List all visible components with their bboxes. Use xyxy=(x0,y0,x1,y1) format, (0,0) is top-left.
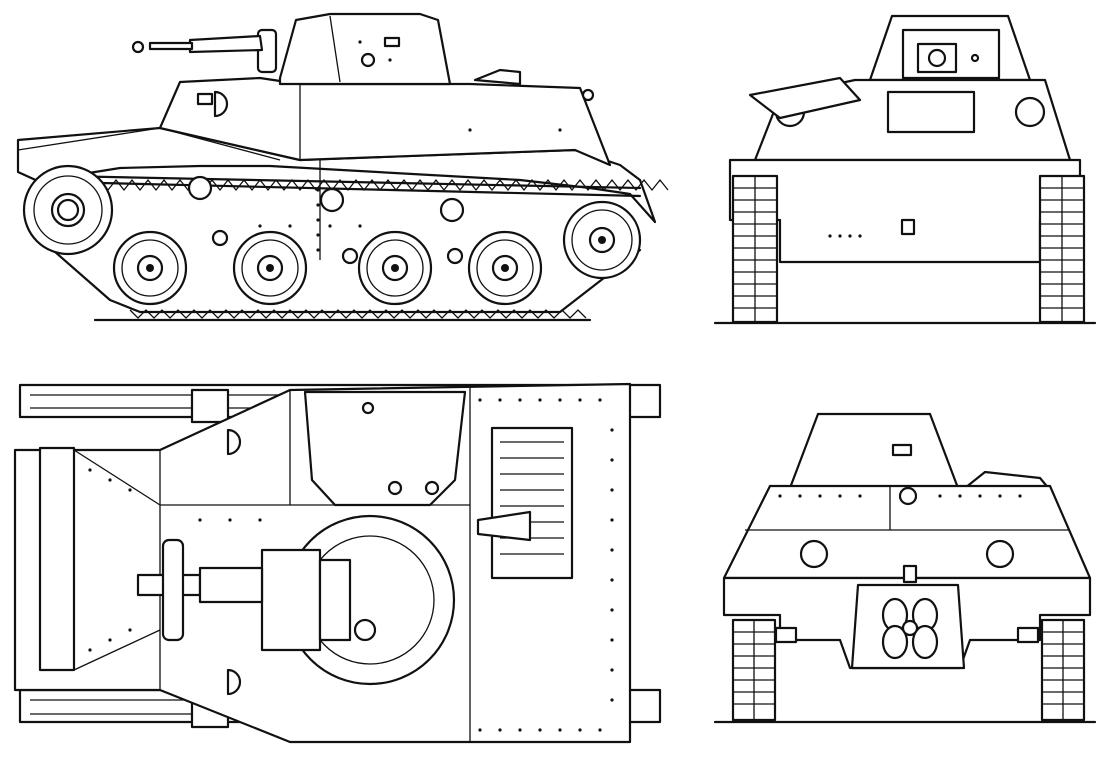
exhaust xyxy=(476,510,532,542)
side-view xyxy=(16,12,669,322)
rear-light-left xyxy=(799,539,829,569)
turret-roof xyxy=(260,548,322,652)
engine-hatch xyxy=(303,390,467,507)
top-view xyxy=(13,382,662,744)
rear-propeller xyxy=(850,564,966,670)
gun-barrel xyxy=(188,34,264,54)
top-rivets xyxy=(88,398,614,732)
rear-track-right xyxy=(1040,618,1086,722)
idler-wheel xyxy=(562,200,642,280)
top-headlight-left xyxy=(226,428,242,456)
return-rollers xyxy=(187,175,465,223)
side-headlight xyxy=(213,90,229,118)
trim-vane xyxy=(748,76,862,120)
drive-sprocket xyxy=(22,164,114,256)
front-track-right xyxy=(1038,174,1086,324)
road-wheels xyxy=(112,200,642,306)
track-teeth-lower xyxy=(129,309,587,319)
road-wheel xyxy=(232,230,308,306)
side-turret xyxy=(278,12,452,86)
side-rivets xyxy=(258,40,562,252)
road-wheel xyxy=(467,230,543,306)
rear-track-left xyxy=(731,618,777,722)
turret-vision-slot xyxy=(383,36,401,48)
front-lower-hull xyxy=(728,158,1082,264)
front-headlight-right xyxy=(1014,96,1046,128)
gun-muzzle xyxy=(148,41,194,51)
top-front-plate xyxy=(38,446,76,672)
rear-light-right xyxy=(985,539,1015,569)
side-track-lower xyxy=(28,228,642,314)
side-superstructure xyxy=(158,76,612,167)
road-wheel xyxy=(357,230,433,306)
rear-view xyxy=(713,412,1097,724)
driver-hatch xyxy=(886,90,976,134)
front-track-left xyxy=(731,174,779,324)
engine-louvres xyxy=(490,426,574,580)
top-headlight-right xyxy=(226,668,242,696)
road-wheel xyxy=(112,230,188,306)
front-view xyxy=(713,14,1097,325)
rear-turret xyxy=(788,412,960,490)
